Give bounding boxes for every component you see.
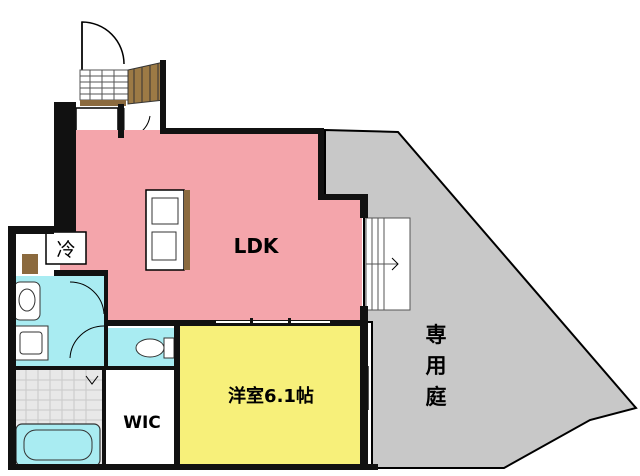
fridge-label: 冷 <box>56 239 75 261</box>
washroom-door-swing <box>69 281 105 315</box>
ldk-room <box>60 130 362 322</box>
washbasin <box>13 281 41 321</box>
garden-label-char-1: 専 <box>426 323 447 347</box>
entrance-door-swing <box>81 21 125 70</box>
western-room <box>180 326 366 468</box>
stair-step-wood <box>127 61 165 105</box>
stairs <box>79 69 129 101</box>
western-room-label: 洋室6.1帖 <box>228 385 314 407</box>
sink-icon <box>151 231 177 261</box>
garden-label-char-2: 用 <box>426 354 447 378</box>
toilet-icon <box>135 338 165 358</box>
ldk-label: LDK <box>234 234 280 258</box>
washing-machine <box>13 325 49 361</box>
garden-label-char-3: 庭 <box>426 385 447 409</box>
wic-label: WIC <box>123 413 161 433</box>
wic-room <box>106 370 178 468</box>
counter-wood-edge <box>184 190 190 270</box>
entrance-step-wood <box>80 100 126 106</box>
